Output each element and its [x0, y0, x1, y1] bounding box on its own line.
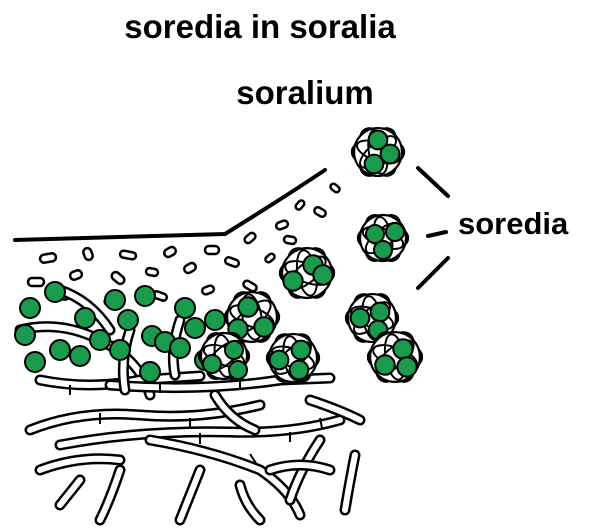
algal-cell — [118, 310, 138, 330]
algal-cell — [135, 286, 155, 306]
cortex-cell — [145, 268, 158, 277]
cortex-cell — [283, 236, 296, 245]
cortex-cell — [28, 278, 44, 286]
algal-cell — [25, 352, 45, 372]
algal-cell — [185, 318, 205, 338]
cortex-cell — [39, 253, 56, 264]
algal-cell — [175, 298, 195, 318]
cortex-cell — [183, 262, 197, 275]
cortex-cell — [243, 231, 257, 244]
cortex-cell — [201, 285, 215, 296]
leader-line-3 — [418, 258, 448, 288]
cortex-cell — [163, 246, 177, 259]
algal-cell — [20, 298, 40, 318]
algal-cell — [270, 351, 289, 370]
cortex-cell — [69, 269, 83, 281]
cortex-cell — [224, 256, 240, 267]
algal-cell — [290, 361, 309, 380]
cortex-cell — [205, 246, 219, 254]
algal-cell — [170, 338, 190, 358]
algal-cell — [45, 282, 65, 302]
algal-cell — [393, 339, 412, 358]
leader-line-1 — [418, 168, 448, 196]
cortex-cell — [264, 252, 276, 263]
leader-lines — [418, 168, 448, 288]
cortex-cell — [242, 279, 258, 292]
algal-cell — [50, 340, 70, 360]
algal-cell — [254, 317, 273, 336]
cortex-cell — [110, 270, 126, 285]
algal-cell — [140, 362, 160, 382]
cortex-cell — [329, 182, 341, 193]
algal-cell — [238, 297, 257, 316]
soredia-clusters — [199, 122, 422, 387]
algal-cell — [110, 340, 130, 360]
algal-cell — [203, 355, 221, 373]
algal-cell — [375, 355, 394, 374]
algal-cell — [366, 225, 384, 243]
leader-line-2 — [428, 232, 446, 236]
algal-cell — [229, 361, 247, 379]
algal-cell — [283, 271, 302, 290]
algal-cell — [70, 346, 90, 366]
algal-cell — [292, 341, 311, 360]
cortex-cell — [275, 220, 289, 231]
algal-cell — [351, 309, 370, 328]
hypha-outline — [150, 440, 300, 515]
algal-cell — [105, 290, 125, 310]
algal-cell — [205, 310, 225, 330]
algal-cell — [386, 223, 404, 241]
cortex-cell — [120, 250, 137, 260]
algal-cell — [225, 341, 243, 359]
algal-cell — [90, 330, 110, 350]
cortex-cell — [82, 247, 94, 261]
soredium — [358, 209, 408, 266]
soredium — [280, 242, 334, 304]
algal-cell — [381, 145, 400, 164]
algal-cell — [397, 357, 416, 376]
algal-cell — [313, 265, 332, 284]
hypha-fill — [100, 470, 120, 520]
hypha-fill — [180, 470, 200, 520]
soredium — [352, 122, 404, 181]
algal-cell — [371, 303, 390, 322]
cortex-cell — [313, 206, 327, 218]
cortex-cell — [294, 199, 305, 211]
algal-cell — [15, 325, 35, 345]
algal-cell — [75, 308, 95, 328]
